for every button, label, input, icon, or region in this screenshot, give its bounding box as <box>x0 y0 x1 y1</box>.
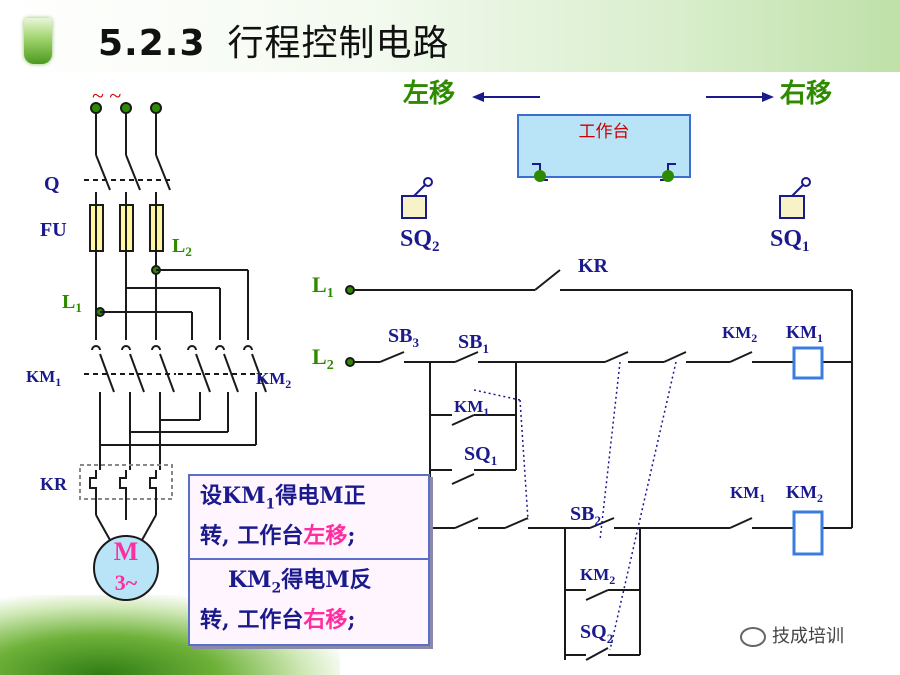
sq2-contact-label: SQ2 <box>580 621 613 646</box>
sq1-switch-icon <box>779 195 805 219</box>
note-km1-line1: 设KM1得电M正 <box>200 483 366 513</box>
l2-main-label: L2 <box>172 235 192 259</box>
sq1-top-label: SQ1 <box>770 226 810 255</box>
main-circuit: ~ ~ <box>79 83 267 541</box>
km2-aux-label: KM2 <box>580 565 615 587</box>
note-km1: 设KM1得电M正 转, 工作台左移; <box>188 474 430 562</box>
motor-phase-label: 3~ <box>115 570 138 595</box>
kr-control-label: KR <box>578 255 609 277</box>
watermark: 技成培训 <box>740 622 844 648</box>
header-band <box>0 0 900 72</box>
note-km1-line2: 转, 工作台左移; <box>200 523 356 550</box>
workbench-label: 工作台 <box>579 122 630 142</box>
km2-coil <box>792 510 824 556</box>
tea-cup-icon <box>24 18 52 64</box>
km1-aux-label: KM1 <box>454 397 489 419</box>
km2-coil-label: KM2 <box>786 482 823 505</box>
sq1-contact-label: SQ1 <box>464 443 497 468</box>
wechat-icon <box>740 627 766 647</box>
mechanical-links <box>473 361 677 651</box>
kr-main-label: KR <box>40 474 68 494</box>
fu-label: FU <box>40 219 67 241</box>
km2-main-label: KM2 <box>256 369 291 391</box>
l2-control-label: L2 <box>312 344 334 373</box>
note-km2: KM2得电M反 转, 工作台右移; <box>188 558 430 646</box>
km1-interlock-label: KM1 <box>730 483 765 505</box>
sq2-top-label: SQ2 <box>400 226 440 255</box>
l1-main-label: L1 <box>62 291 82 315</box>
sq2-switch-icon <box>401 195 427 219</box>
control-circuit <box>345 269 853 661</box>
sb1-label: SB1 <box>458 331 489 356</box>
right-move-label: 右移 <box>780 79 832 108</box>
q-label: Q <box>44 173 60 195</box>
km2-interlock-label: KM2 <box>722 323 757 345</box>
note-km2-line2: 转, 工作台右移; <box>200 607 356 634</box>
note-km2-line1: KM2得电M反 <box>228 567 372 597</box>
km1-coil-label: KM1 <box>786 322 823 345</box>
l1-control-label: L1 <box>312 272 334 301</box>
km1-coil <box>792 346 824 380</box>
motor-icon <box>93 535 159 601</box>
motor-m-label: M <box>114 537 139 566</box>
sb2-label: SB2 <box>570 503 601 528</box>
km1-main-label: KM1 <box>26 367 61 389</box>
sb3-label: SB3 <box>388 325 419 350</box>
left-move-label: 左移 <box>403 79 455 108</box>
workbench <box>517 114 691 178</box>
